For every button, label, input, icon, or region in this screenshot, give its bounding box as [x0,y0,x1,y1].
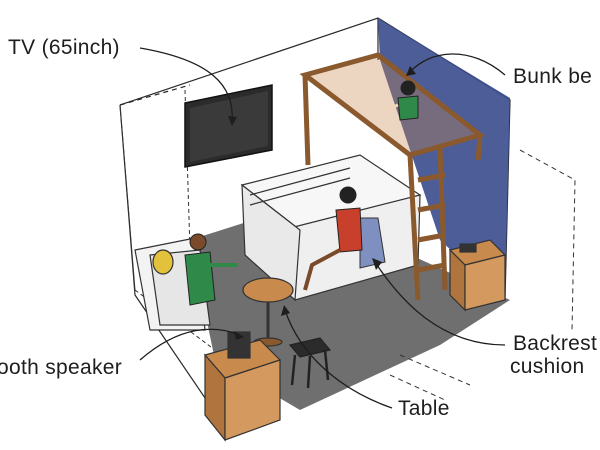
tv-label: TV (65inch) [8,36,120,59]
tv-icon [184,84,273,168]
leader-tv [139,47,233,123]
leader-speaker [139,328,241,361]
stool-icon [288,337,332,389]
speaker-label: ooth speaker [0,356,123,379]
desk-icon [448,239,507,312]
leader-table [284,309,393,409]
leader-lines [139,47,506,409]
person-bunk-icon [384,80,419,121]
leader-bunk [409,53,506,76]
dashed-edges [389,149,576,401]
bunk-bed-label: Bunk be [513,65,593,88]
backrest-label-line2: cushion [510,355,585,378]
person-green-icon [184,233,238,306]
backrest-cushion-icon [359,217,386,269]
leader-backrest [374,261,506,346]
bunk-bed-frame-icon [299,52,486,301]
backrest-label-line1: Backrest [513,332,598,355]
table-label: Table [398,397,450,420]
leader-arrowheads [228,66,416,340]
speaker-cabinet-icon [203,331,282,442]
person-red-icon [303,186,363,291]
